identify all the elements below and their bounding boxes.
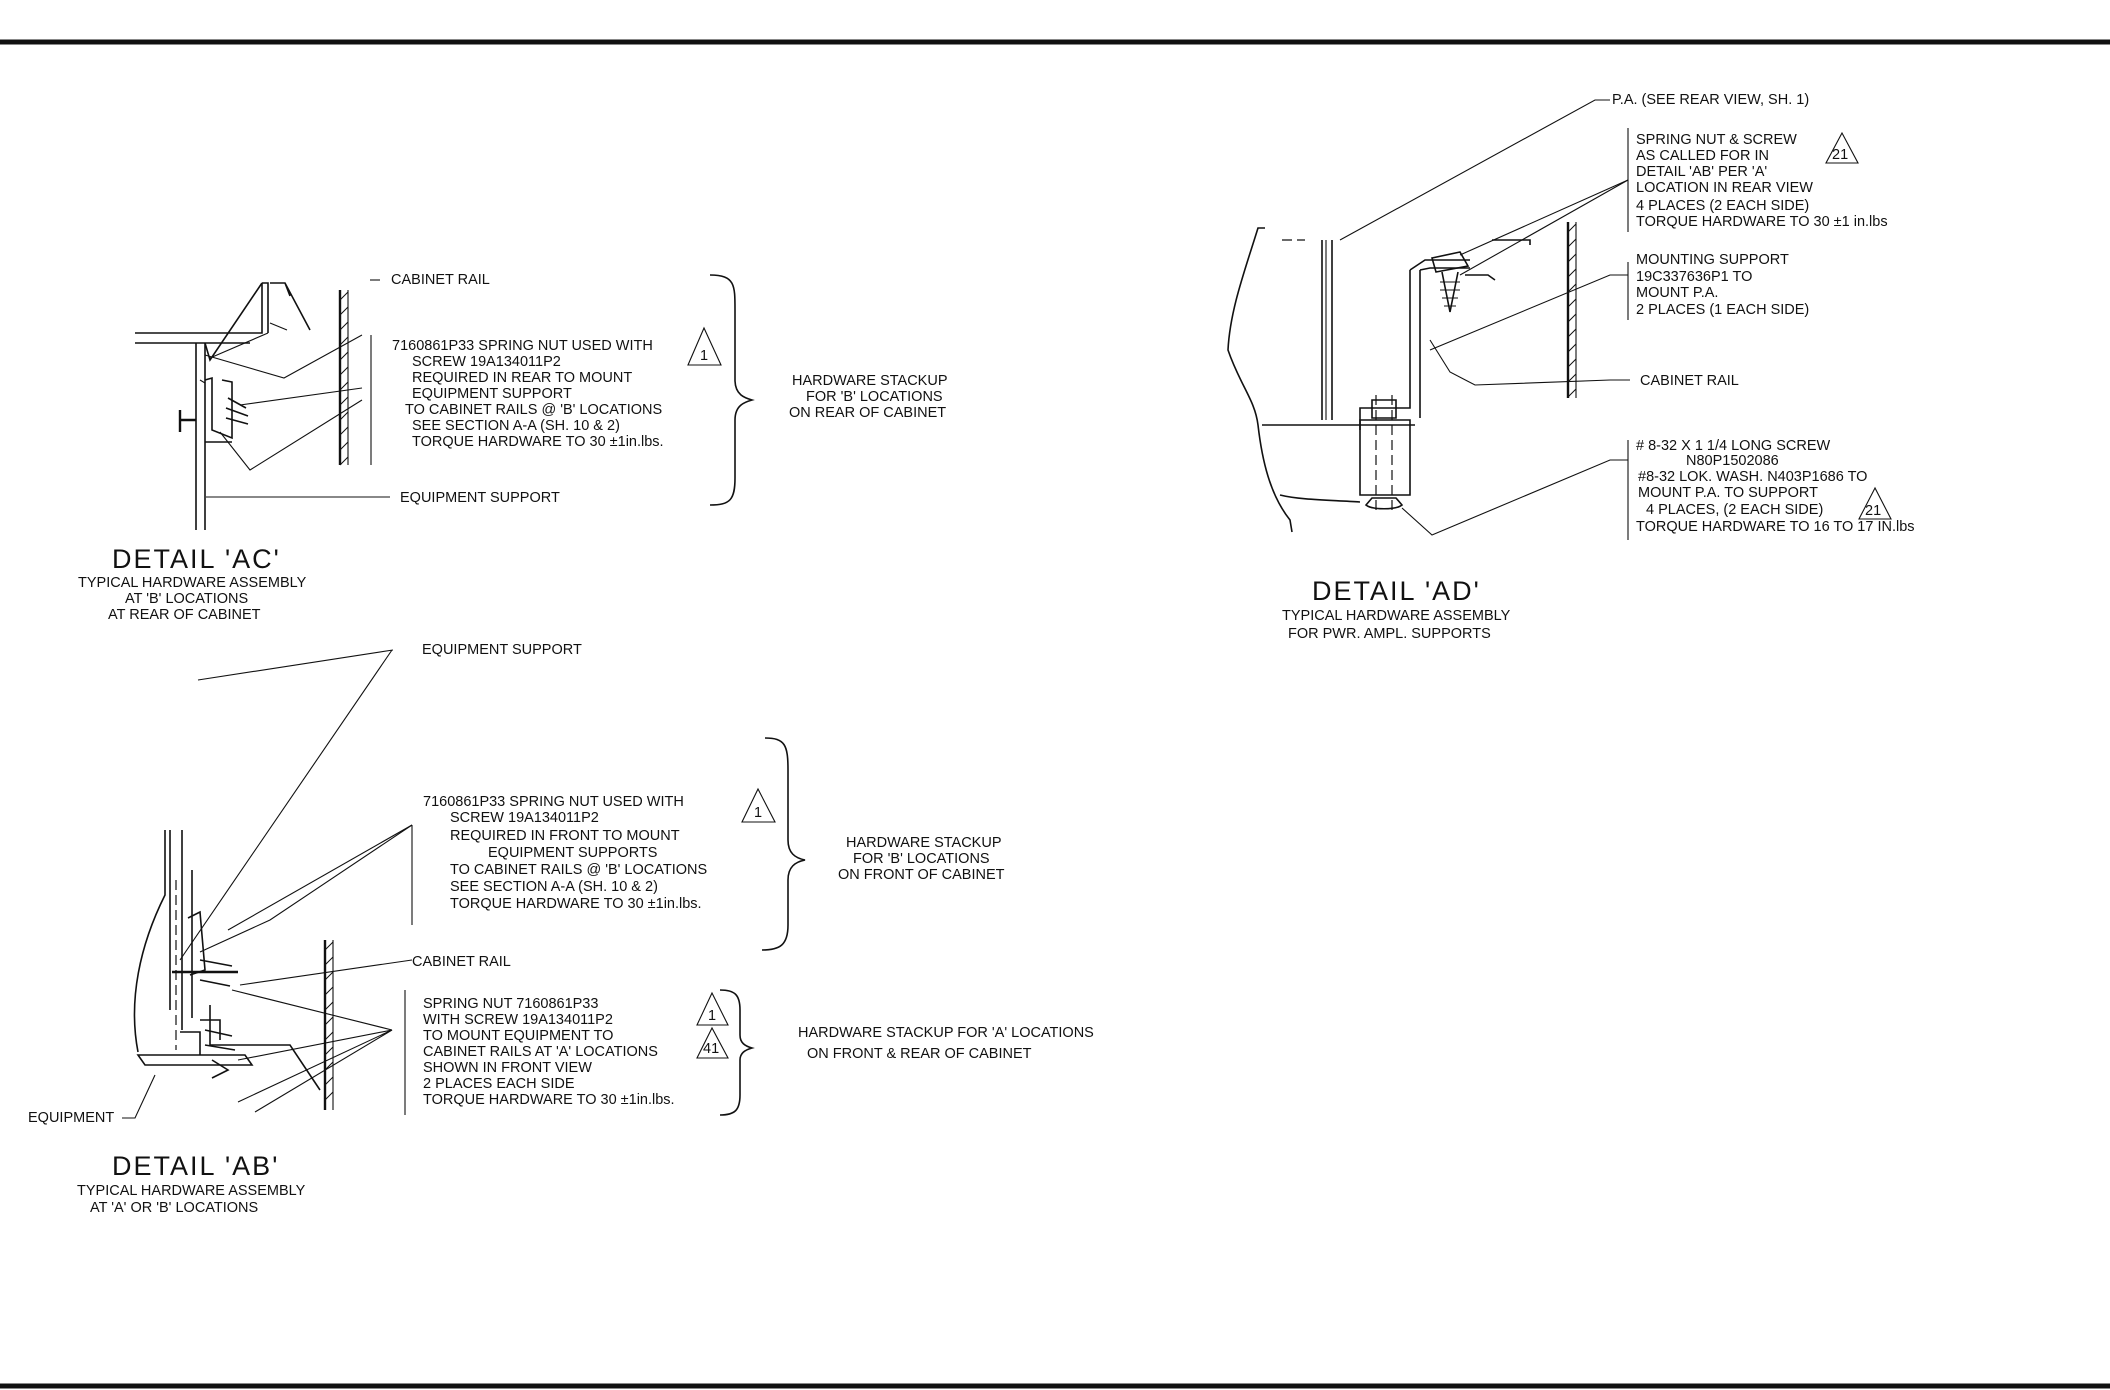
svg-text:SEE SECTION A-A (SH. 10 & 2): SEE SECTION A-A (SH. 10 & 2) [450,879,658,895]
brace [761,737,806,951]
svg-text:7160861P33 SPRING NUT USED WIT: 7160861P33 SPRING NUT USED WITH [392,338,653,354]
svg-text:SCREW 19A134011P2: SCREW 19A134011P2 [450,810,599,826]
brace-note-ab-a: HARDWARE STACKUP FOR 'A' LOCATIONS ON FR… [798,1025,1094,1062]
brace [719,989,755,1116]
svg-text:EQUIPMENT SUPPORT: EQUIPMENT SUPPORT [412,386,572,402]
detail-ad-drawing [1227,99,1630,540]
svg-text:EQUIPMENT SUPPORTS: EQUIPMENT SUPPORTS [488,845,657,861]
detail-ab-subtitle-2: AT 'A' OR 'B' LOCATIONS [90,1200,258,1216]
svg-text:HARDWARE STACKUP FOR 'A' LOCAT: HARDWARE STACKUP FOR 'A' LOCATIONS [798,1025,1094,1041]
svg-text:LOCATION IN REAR VIEW: LOCATION IN REAR VIEW [1636,180,1813,196]
detail-ad-subtitle-1: TYPICAL HARDWARE ASSEMBLY [1282,608,1511,624]
brace-note-ab-b: HARDWARE STACKUP FOR 'B' LOCATIONS ON FR… [838,835,1005,883]
svg-text:TO CABINET RAILS @ 'B' LOCATIO: TO CABINET RAILS @ 'B' LOCATIONS [405,402,662,418]
svg-text:1: 1 [700,348,708,364]
svg-text:1: 1 [754,805,762,821]
note-ac-spring-nut: 7160861P33 SPRING NUT USED WITH SCREW 19… [392,338,664,450]
revision-flag-21: 21 [1825,131,1859,164]
svg-text:7160861P33 SPRING NUT USED WIT: 7160861P33 SPRING NUT USED WITH [423,794,684,810]
svg-text:21: 21 [1832,147,1848,163]
detail-ad-title: DETAIL 'AD' [1312,576,1481,606]
detail-ad-subtitle-2: FOR PWR. AMPL. SUPPORTS [1288,626,1491,642]
svg-text:TORQUE HARDWARE TO 30 ±1in.lbs: TORQUE HARDWARE TO 30 ±1in.lbs. [412,434,664,450]
svg-text:WITH SCREW 19A134011P2: WITH SCREW 19A134011P2 [423,1012,613,1028]
svg-text:DETAIL 'AB' PER 'A': DETAIL 'AB' PER 'A' [1636,164,1767,180]
svg-text:ON FRONT OF CABINET: ON FRONT OF CABINET [838,867,1005,883]
note-ad-screw: # 8-32 X 1 1/4 LONG SCREW N80P1502086 #8… [1636,438,1915,535]
revision-flag-1: 1 [696,991,729,1026]
detail-ad: P.A. (SEE REAR VIEW, SH. 1) SPRING NUT &… [1227,92,1915,642]
svg-text:4 PLACES, (2 EACH SIDE): 4 PLACES, (2 EACH SIDE) [1646,502,1823,518]
label-equipment-support-ab: EQUIPMENT SUPPORT [422,642,582,658]
svg-text:1: 1 [708,1008,716,1024]
svg-text:4 PLACES (2 EACH SIDE): 4 PLACES (2 EACH SIDE) [1636,198,1809,214]
svg-text:TO MOUNT EQUIPMENT TO: TO MOUNT EQUIPMENT TO [423,1028,613,1044]
svg-text:#8-32 LOK. WASH. N403P1686 TO: #8-32 LOK. WASH. N403P1686 TO [1638,469,1867,485]
svg-text:21: 21 [1865,503,1881,519]
svg-text:TORQUE HARDWARE TO 16 TO 17 IN: TORQUE HARDWARE TO 16 TO 17 IN.lbs [1636,519,1915,535]
revision-flag-1: 1 [741,787,776,823]
detail-ac: CABINET RAIL EQUIPMENT SUPPORT 7160861P3… [78,272,948,623]
svg-text:TORQUE HARDWARE TO 30 ±1in.lbs: TORQUE HARDWARE TO 30 ±1in.lbs. [423,1092,675,1108]
svg-text:19C337636P1 TO: 19C337636P1 TO [1636,269,1752,285]
svg-text:N80P1502086: N80P1502086 [1686,453,1779,469]
detail-ac-subtitle-2: AT 'B' LOCATIONS [125,591,248,607]
label-equipment: EQUIPMENT [28,1110,114,1126]
svg-text:2 PLACES EACH SIDE: 2 PLACES EACH SIDE [423,1076,575,1092]
detail-ab: EQUIPMENT SUPPORT CABINET RAIL EQUIPMENT… [28,642,1094,1216]
svg-text:SHOWN IN FRONT VIEW: SHOWN IN FRONT VIEW [423,1060,592,1076]
label-cabinet-rail: CABINET RAIL [391,272,490,288]
detail-ac-drawing [135,279,390,530]
svg-text:HARDWARE STACKUP: HARDWARE STACKUP [792,373,948,389]
revision-flag-41: 41 [696,1026,729,1059]
svg-text:SPRING NUT 7160861P33: SPRING NUT 7160861P33 [423,996,598,1012]
svg-text:FOR 'B' LOCATIONS: FOR 'B' LOCATIONS [806,389,943,405]
revision-flag-21: 21 [1858,486,1892,520]
svg-text:MOUNTING SUPPORT: MOUNTING SUPPORT [1636,252,1789,268]
svg-text:SPRING NUT & SCREW: SPRING NUT & SCREW [1636,132,1797,148]
note-ab-b-locations: 7160861P33 SPRING NUT USED WITH SCREW 19… [423,794,707,912]
detail-ab-drawing [122,649,413,1119]
svg-text:41: 41 [703,1041,719,1057]
brace [709,274,755,506]
svg-text:AS CALLED FOR IN: AS CALLED FOR IN [1636,148,1769,164]
svg-text:TORQUE HARDWARE TO 30 ±1 in.lb: TORQUE HARDWARE TO 30 ±1 in.lbs [1636,214,1888,230]
note-ab-a-locations: SPRING NUT 7160861P33 WITH SCREW 19A1340… [423,996,675,1108]
svg-text:2 PLACES (1 EACH SIDE): 2 PLACES (1 EACH SIDE) [1636,302,1809,318]
svg-text:ON FRONT & REAR OF CABINET: ON FRONT & REAR OF CABINET [807,1046,1032,1062]
svg-text:SEE SECTION A-A (SH. 10 & 2): SEE SECTION A-A (SH. 10 & 2) [412,418,620,434]
svg-text:SCREW 19A134011P2: SCREW 19A134011P2 [412,354,561,370]
svg-text:CABINET RAILS AT 'A' LOCATIONS: CABINET RAILS AT 'A' LOCATIONS [423,1044,658,1060]
svg-text:REQUIRED IN FRONT TO MOUNT: REQUIRED IN FRONT TO MOUNT [450,828,680,844]
note-ad-mounting-support: MOUNTING SUPPORT 19C337636P1 TO MOUNT P.… [1636,252,1809,318]
brace-note-ac: HARDWARE STACKUP FOR 'B' LOCATIONS ON RE… [789,373,948,421]
svg-text:ON REAR OF CABINET: ON REAR OF CABINET [789,405,946,421]
svg-text:HARDWARE STACKUP: HARDWARE STACKUP [846,835,1002,851]
label-equipment-support: EQUIPMENT SUPPORT [400,490,560,506]
svg-text:TORQUE HARDWARE TO 30 ±1in.lbs: TORQUE HARDWARE TO 30 ±1in.lbs. [450,896,702,912]
svg-text:# 8-32 X 1 1/4 LONG SCREW: # 8-32 X 1 1/4 LONG SCREW [1636,438,1831,454]
note-ad-spring-nut: SPRING NUT & SCREW AS CALLED FOR IN DETA… [1636,132,1888,230]
label-cabinet-rail-ad: CABINET RAIL [1640,373,1739,389]
svg-text:MOUNT P.A. TO SUPPORT: MOUNT P.A. TO SUPPORT [1638,485,1818,501]
detail-ab-title: DETAIL 'AB' [112,1151,279,1181]
revision-flag-1: 1 [687,326,722,366]
label-pa: P.A. (SEE REAR VIEW, SH. 1) [1612,92,1809,108]
svg-text:FOR 'B' LOCATIONS: FOR 'B' LOCATIONS [853,851,990,867]
detail-ac-subtitle-1: TYPICAL HARDWARE ASSEMBLY [78,575,307,591]
detail-ac-subtitle-3: AT REAR OF CABINET [108,607,261,623]
svg-text:TO CABINET RAILS @ 'B' LOCATIO: TO CABINET RAILS @ 'B' LOCATIONS [450,862,707,878]
svg-text:MOUNT P.A.: MOUNT P.A. [1636,285,1718,301]
detail-ab-subtitle-1: TYPICAL HARDWARE ASSEMBLY [77,1183,306,1199]
detail-ac-title: DETAIL 'AC' [112,544,281,574]
svg-text:REQUIRED IN REAR TO MOUNT: REQUIRED IN REAR TO MOUNT [412,370,632,386]
label-cabinet-rail-ab: CABINET RAIL [412,954,511,970]
